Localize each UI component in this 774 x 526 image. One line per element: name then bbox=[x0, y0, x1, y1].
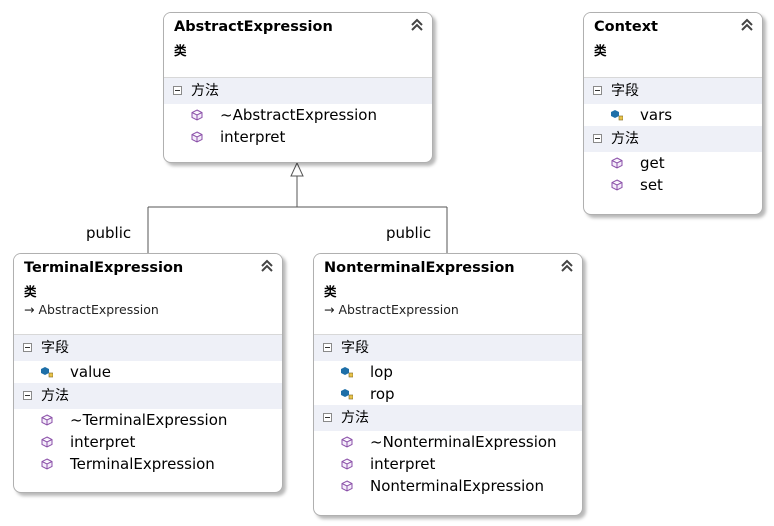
collapse-section-icon[interactable] bbox=[323, 413, 332, 422]
method-name: ~NonterminalExpression bbox=[370, 433, 557, 451]
class-box-context[interactable]: Context 类 字段 vars 方法 get set bbox=[583, 12, 763, 215]
method-cube-icon bbox=[41, 414, 53, 426]
class-name: Context bbox=[594, 19, 658, 35]
field-icon bbox=[611, 110, 623, 121]
double-chevron-up-icon[interactable] bbox=[740, 18, 754, 32]
field-row[interactable]: lop bbox=[314, 361, 582, 383]
method-cube-icon bbox=[341, 480, 353, 492]
field-name: lop bbox=[370, 363, 393, 381]
class-stereotype: 类 bbox=[324, 284, 337, 299]
class-header: NonterminalExpression 类 →AbstractExpress… bbox=[314, 254, 582, 335]
class-name: AbstractExpression bbox=[174, 19, 333, 35]
fields-section-header[interactable]: 字段 bbox=[584, 78, 762, 104]
method-row[interactable]: interpret bbox=[314, 453, 582, 475]
field-row[interactable]: vars bbox=[584, 104, 762, 126]
method-cube-icon bbox=[341, 436, 353, 448]
method-row[interactable]: ~TerminalExpression bbox=[14, 409, 282, 431]
methods-section-header[interactable]: 方法 bbox=[164, 78, 432, 104]
class-stereotype: 类 bbox=[24, 284, 37, 299]
method-name: interpret bbox=[70, 433, 136, 451]
method-row[interactable]: set bbox=[584, 174, 762, 196]
collapse-section-icon[interactable] bbox=[593, 134, 602, 143]
class-header: TerminalExpression 类 →AbstractExpression bbox=[14, 254, 282, 335]
method-name: ~AbstractExpression bbox=[220, 106, 377, 124]
method-name: ~TerminalExpression bbox=[70, 411, 228, 429]
field-icon bbox=[341, 367, 353, 378]
method-cube-icon bbox=[191, 109, 203, 121]
class-box-abstract-expression[interactable]: AbstractExpression 类 方法 ~AbstractExpress… bbox=[163, 12, 433, 163]
method-row[interactable]: ~AbstractExpression bbox=[164, 104, 432, 126]
collapse-section-icon[interactable] bbox=[23, 343, 32, 352]
method-name: interpret bbox=[220, 128, 286, 146]
method-cube-icon bbox=[341, 458, 353, 470]
method-row[interactable]: interpret bbox=[164, 126, 432, 148]
right-arrow-icon: → bbox=[24, 302, 35, 317]
method-name: set bbox=[640, 176, 663, 194]
methods-section-header[interactable]: 方法 bbox=[14, 383, 282, 409]
collapse-section-icon[interactable] bbox=[173, 86, 182, 95]
method-row[interactable]: TerminalExpression bbox=[14, 453, 282, 475]
field-name: value bbox=[70, 363, 111, 381]
fields-section-header[interactable]: 字段 bbox=[14, 335, 282, 361]
fields-section-header[interactable]: 字段 bbox=[314, 335, 582, 361]
base-class: →AbstractExpression bbox=[324, 302, 459, 317]
class-header: Context 类 bbox=[584, 13, 762, 78]
base-class-name: AbstractExpression bbox=[338, 302, 459, 317]
methods-section-header[interactable]: 方法 bbox=[314, 405, 582, 431]
class-header: AbstractExpression 类 bbox=[164, 13, 432, 78]
class-stereotype: 类 bbox=[594, 43, 607, 58]
field-icon bbox=[341, 389, 353, 400]
method-name: interpret bbox=[370, 455, 436, 473]
field-icon bbox=[41, 367, 53, 378]
method-cube-icon bbox=[611, 157, 623, 169]
field-name: rop bbox=[370, 385, 395, 403]
base-class: →AbstractExpression bbox=[24, 302, 159, 317]
method-cube-icon bbox=[611, 179, 623, 191]
method-row[interactable]: interpret bbox=[14, 431, 282, 453]
field-name: vars bbox=[640, 106, 673, 124]
method-cube-icon bbox=[41, 458, 53, 470]
double-chevron-up-icon[interactable] bbox=[410, 18, 424, 32]
double-chevron-up-icon[interactable] bbox=[560, 259, 574, 273]
method-row[interactable]: get bbox=[584, 152, 762, 174]
method-row[interactable]: ~NonterminalExpression bbox=[314, 431, 582, 453]
class-name: NonterminalExpression bbox=[324, 260, 515, 276]
inheritance-arrowhead bbox=[290, 161, 304, 177]
class-box-terminal-expression[interactable]: TerminalExpression 类 →AbstractExpression… bbox=[13, 253, 283, 493]
right-arrow-icon: → bbox=[324, 302, 335, 317]
relation-label-terminal: public bbox=[86, 224, 132, 242]
method-cube-icon bbox=[191, 131, 203, 143]
field-row[interactable]: rop bbox=[314, 383, 582, 405]
base-class-name: AbstractExpression bbox=[38, 302, 159, 317]
method-row[interactable]: NonterminalExpression bbox=[314, 475, 582, 497]
method-name: get bbox=[640, 154, 665, 172]
method-cube-icon bbox=[41, 436, 53, 448]
method-name: TerminalExpression bbox=[70, 455, 215, 473]
method-name: NonterminalExpression bbox=[370, 477, 544, 495]
methods-section-header[interactable]: 方法 bbox=[584, 126, 762, 152]
double-chevron-up-icon[interactable] bbox=[260, 259, 274, 273]
collapse-section-icon[interactable] bbox=[23, 391, 32, 400]
relation-label-nonterminal: public bbox=[386, 224, 432, 242]
field-row[interactable]: value bbox=[14, 361, 282, 383]
class-stereotype: 类 bbox=[174, 43, 187, 58]
class-box-nonterminal-expression[interactable]: NonterminalExpression 类 →AbstractExpress… bbox=[313, 253, 583, 516]
class-name: TerminalExpression bbox=[24, 260, 184, 276]
collapse-section-icon[interactable] bbox=[323, 343, 332, 352]
collapse-section-icon[interactable] bbox=[593, 86, 602, 95]
